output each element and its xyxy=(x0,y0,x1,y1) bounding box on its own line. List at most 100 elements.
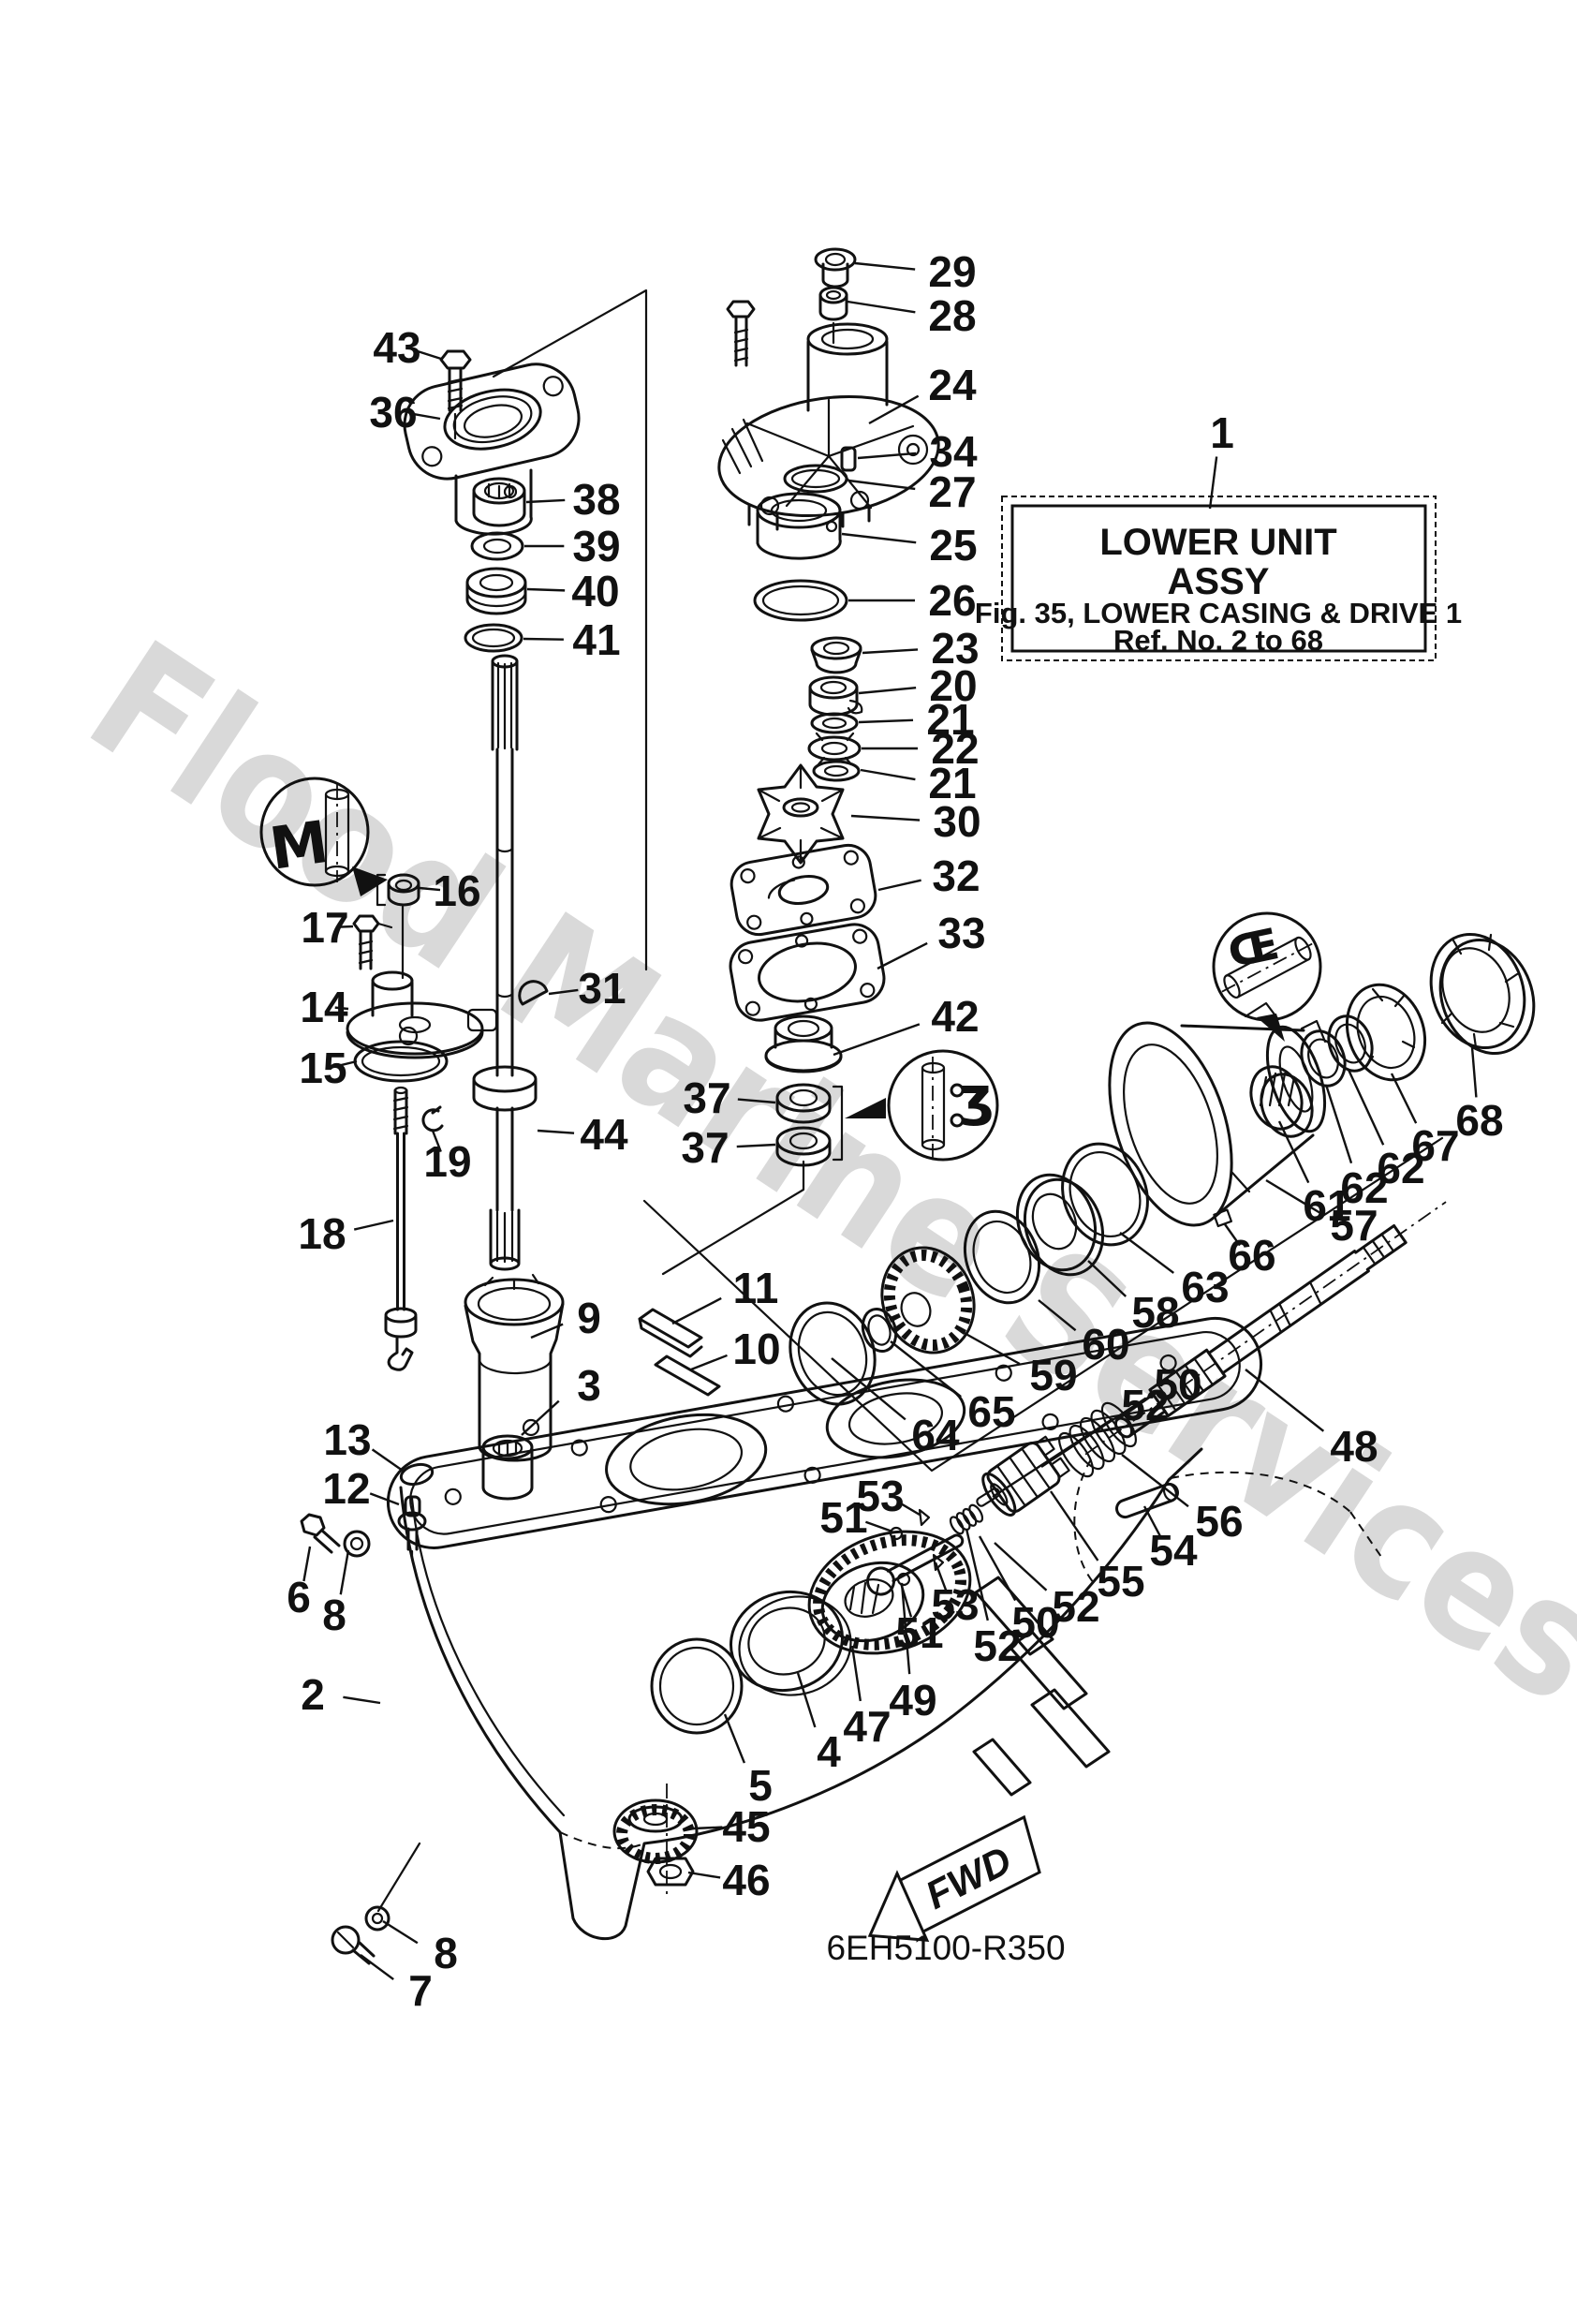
left-column xyxy=(403,349,581,1271)
leader-line-21 xyxy=(860,768,916,781)
part-46-nut xyxy=(646,1857,695,1887)
part-14-shift-cam xyxy=(346,970,498,1059)
callout-8: 8 xyxy=(434,1929,458,1977)
part-45-pinion-gear xyxy=(612,1799,699,1864)
part-30-impeller xyxy=(757,763,845,865)
leader-line-50 xyxy=(978,1535,1017,1602)
callout-41: 41 xyxy=(572,615,620,664)
leader-line-65 xyxy=(890,1340,962,1398)
leader-line-38 xyxy=(525,498,566,504)
shift-group: M xyxy=(259,777,498,1371)
callout-37: 37 xyxy=(683,1073,730,1122)
leader-line-51 xyxy=(899,1582,913,1618)
leader-line-59 xyxy=(960,1329,1021,1366)
part-53-poppet xyxy=(932,1553,945,1572)
part-37-bearing xyxy=(775,1126,832,1167)
leader-line-12 xyxy=(369,1492,400,1506)
callout-48: 48 xyxy=(1330,1422,1378,1471)
leader-line-53 xyxy=(897,1501,921,1517)
part-59-reverse-gear xyxy=(880,1246,976,1354)
info-box-ref-line: Ref. No. 2 to 68 xyxy=(1113,624,1323,657)
leader-line-62 xyxy=(1347,1069,1385,1146)
callout-52: 52 xyxy=(1121,1381,1169,1429)
leader-line-57 xyxy=(1265,1178,1321,1215)
leader-line-52 xyxy=(994,1542,1048,1591)
leader-line-68 xyxy=(1470,1046,1478,1098)
leader-line-11 xyxy=(671,1296,722,1325)
callout-45: 45 xyxy=(722,1802,770,1851)
leader-line-41 xyxy=(523,637,564,641)
part-22-lock-washer xyxy=(807,732,862,766)
callout-33: 33 xyxy=(937,909,985,957)
leader-line-8 xyxy=(339,1549,350,1595)
leader-line-67 xyxy=(1390,1073,1418,1124)
callout-20: 20 xyxy=(929,661,977,710)
callout-55: 55 xyxy=(1097,1557,1144,1606)
callout-53: 53 xyxy=(931,1580,979,1629)
callout-7: 7 xyxy=(408,1966,433,2015)
part-16-nut xyxy=(376,873,420,907)
leader-line-20 xyxy=(858,687,917,695)
callout-66: 66 xyxy=(1228,1231,1275,1280)
callout-62: 62 xyxy=(1340,1163,1388,1212)
left-detail-circle: M xyxy=(259,777,388,896)
callout-5: 5 xyxy=(748,1761,773,1810)
callout-19: 19 xyxy=(423,1137,471,1186)
leader-line-52 xyxy=(965,1528,989,1621)
part-8-washer xyxy=(364,1905,391,1932)
part-54-pin xyxy=(1115,1482,1179,1519)
part-31-plug xyxy=(518,980,549,1006)
callout-9: 9 xyxy=(577,1294,601,1342)
water-pump-column xyxy=(717,247,940,1167)
leader-line-36 xyxy=(414,413,441,421)
leader-line-27 xyxy=(847,479,916,491)
leader-line-13 xyxy=(371,1448,404,1472)
part-3-bushing xyxy=(481,1434,534,1501)
leader-line-66 xyxy=(1224,1223,1241,1247)
part-23-cup xyxy=(810,636,862,674)
part-41-oring xyxy=(464,623,523,653)
part-10-key xyxy=(654,1354,721,1397)
part-18-shift-rod xyxy=(384,1086,418,1371)
part-62-washer xyxy=(1327,1014,1374,1073)
callout-52: 52 xyxy=(1052,1582,1099,1631)
part-50-slider-pin xyxy=(976,1488,1001,1507)
part-39-washer xyxy=(470,531,524,561)
callout-30: 30 xyxy=(933,797,980,846)
leader-line-32 xyxy=(877,879,921,892)
casing-louvers xyxy=(972,1576,1111,1797)
callout-67: 67 xyxy=(1411,1121,1459,1170)
part-21-washer xyxy=(810,712,859,734)
callout-4: 4 xyxy=(817,1727,841,1776)
leader-line-64 xyxy=(831,1357,906,1421)
part-36-flange xyxy=(403,363,581,481)
leader-line-29 xyxy=(854,261,916,271)
mid-detail-circle: Ʒ xyxy=(887,1049,999,1162)
part-27-oring xyxy=(783,464,848,494)
callout-56: 56 xyxy=(1195,1497,1243,1546)
part-20-collar xyxy=(808,675,863,717)
leader-line-2 xyxy=(343,1695,381,1705)
callout-14: 14 xyxy=(300,983,348,1031)
callout-44: 44 xyxy=(580,1110,628,1159)
callout-12: 12 xyxy=(322,1464,370,1513)
leader-line-56 xyxy=(1121,1454,1189,1508)
info-box-title1: LOWER UNIT xyxy=(1099,522,1336,563)
leader-line-1 xyxy=(1208,456,1218,510)
part-58-bearing xyxy=(1015,1173,1105,1277)
info-box: LOWER UNIT ASSY Fig. 35, LOWER CASING & … xyxy=(975,496,1462,661)
leader-line-33 xyxy=(877,941,928,970)
leader-line-3 xyxy=(521,1399,560,1436)
part-11-key xyxy=(638,1308,703,1358)
part-12-nipple xyxy=(397,1495,427,1561)
callout-13: 13 xyxy=(323,1415,371,1464)
leader-line-30 xyxy=(850,814,921,822)
leader-line-42 xyxy=(833,1023,921,1057)
part-67-tab-washer xyxy=(1345,983,1427,1082)
callout-68: 68 xyxy=(1455,1096,1503,1145)
callout-27: 27 xyxy=(928,467,976,516)
part-15-oring xyxy=(353,1040,449,1083)
leader-line-34 xyxy=(857,451,917,460)
part-56-spring xyxy=(1058,1401,1137,1478)
